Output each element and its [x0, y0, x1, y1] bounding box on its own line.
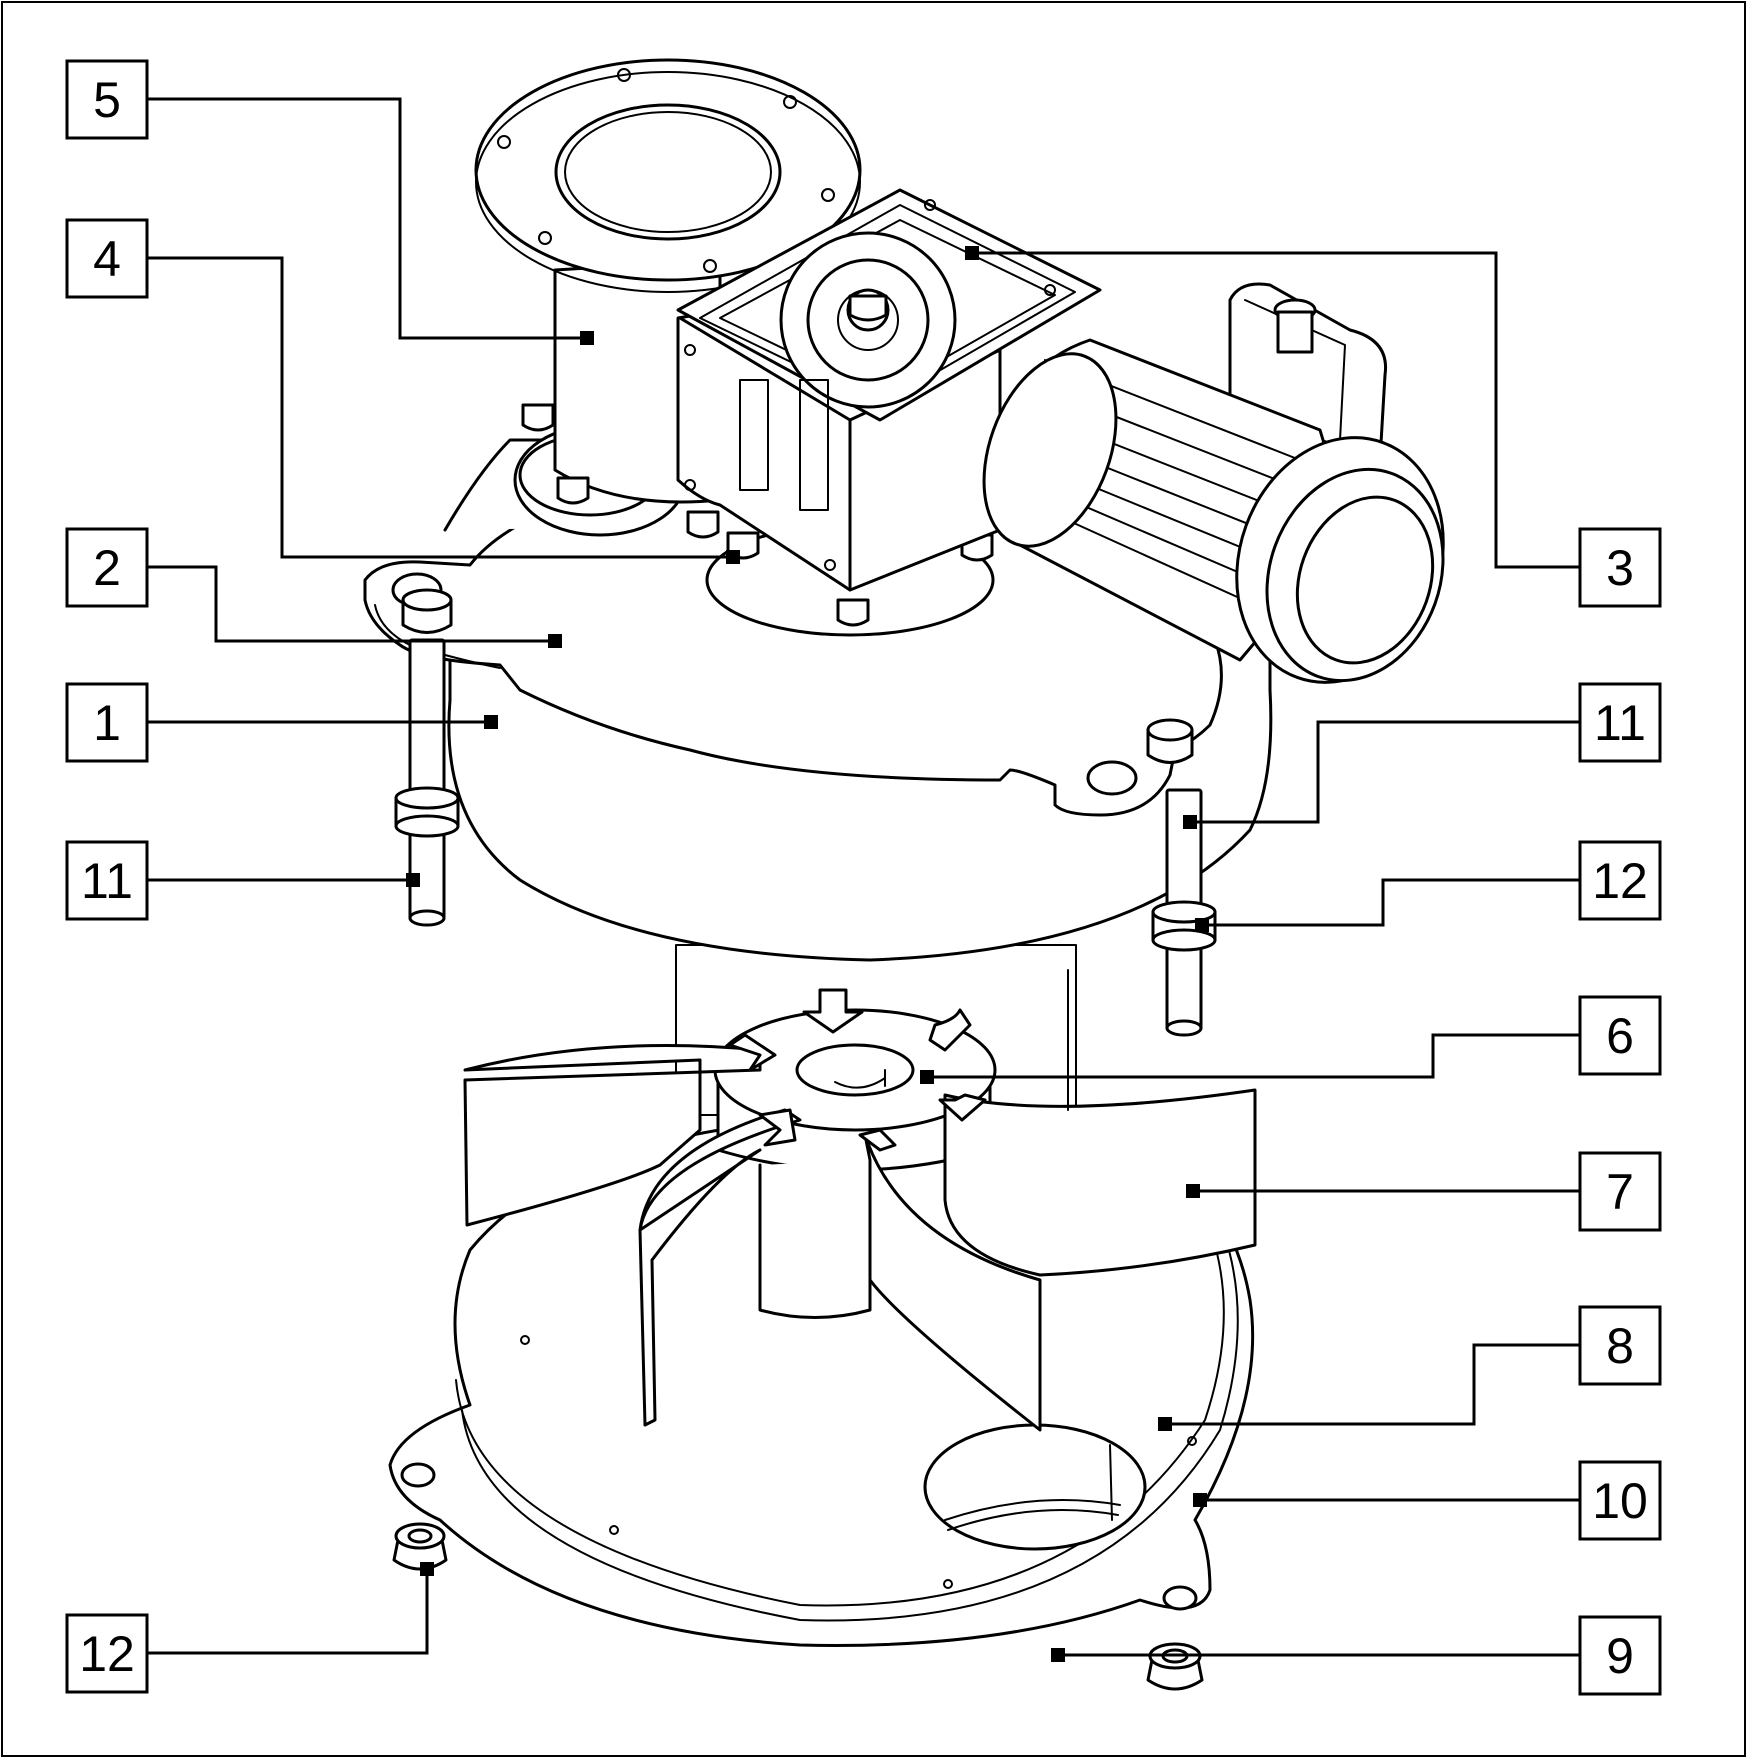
callout-9: 9	[1578, 1615, 1662, 1696]
rod-right	[1146, 718, 1217, 1037]
callout-11-right: 11	[1578, 682, 1662, 763]
leader-marker-2	[548, 634, 562, 648]
leader-marker-5	[580, 331, 594, 345]
callout-12-left-label: 12	[79, 1626, 135, 1682]
callout-4-label: 4	[93, 231, 121, 287]
callout-12-right-label: 12	[1592, 853, 1648, 909]
callout-10-label: 10	[1592, 1473, 1648, 1529]
callout-7: 7	[1578, 1151, 1662, 1232]
leader-lines	[147, 97, 1580, 1657]
callout-3-label: 3	[1606, 540, 1634, 596]
callout-11-left-label: 11	[81, 853, 133, 909]
leader-marker-11-right	[1183, 815, 1197, 829]
leader-marker-1	[484, 715, 498, 729]
leader-marker-9	[1051, 1648, 1065, 1662]
leader-marker-10	[1193, 1493, 1207, 1507]
callout-6: 6	[1578, 995, 1662, 1076]
callout-7-label: 7	[1606, 1164, 1634, 1220]
callout-12-right: 12	[1578, 840, 1662, 921]
callout-1: 1	[65, 682, 149, 763]
impeller-blade-2	[638, 1108, 802, 1427]
leader-marker-6	[920, 1070, 934, 1084]
callout-8: 8	[1578, 1305, 1662, 1386]
callout-11-left: 11	[65, 840, 149, 921]
callout-5-label: 5	[93, 72, 121, 128]
callout-8-label: 8	[1606, 1318, 1634, 1374]
leader-marker-3	[965, 246, 979, 260]
callout-10: 10	[1578, 1460, 1662, 1541]
gearbox	[676, 188, 1102, 637]
callout-3: 3	[1578, 527, 1662, 608]
callout-6-label: 6	[1606, 1008, 1634, 1064]
bottom-nut-left	[392, 1522, 448, 1571]
leader-marker-11-left	[406, 873, 420, 887]
impeller-blade-3	[863, 1133, 1042, 1432]
callout-12-left: 12	[65, 1613, 149, 1694]
callout-5: 5	[65, 59, 149, 140]
callout-2: 2	[65, 527, 149, 608]
impeller-blade-4	[943, 1088, 1257, 1277]
leader-marker-12-right	[1195, 918, 1209, 932]
leader-marker-8	[1158, 1417, 1172, 1431]
leader-markers	[406, 246, 1209, 1662]
callout-4: 4	[65, 218, 149, 299]
callout-11-right-label: 11	[1594, 695, 1646, 751]
leader-marker-7	[1186, 1184, 1200, 1198]
leader-marker-12-left	[420, 1562, 434, 1576]
callouts: 5 4 2 1 11 12 3 11	[65, 59, 1662, 1696]
impeller	[463, 944, 1257, 1432]
leader-marker-4	[726, 550, 740, 564]
electric-motor	[982, 282, 1445, 684]
impeller-blade-1	[463, 1044, 762, 1227]
callout-1-label: 1	[93, 695, 121, 751]
bottom-nut-right	[1146, 1642, 1204, 1691]
callout-2-label: 2	[93, 540, 121, 596]
callout-9-label: 9	[1606, 1628, 1634, 1684]
rod-left	[394, 588, 460, 927]
inlet-pipe	[474, 58, 862, 539]
